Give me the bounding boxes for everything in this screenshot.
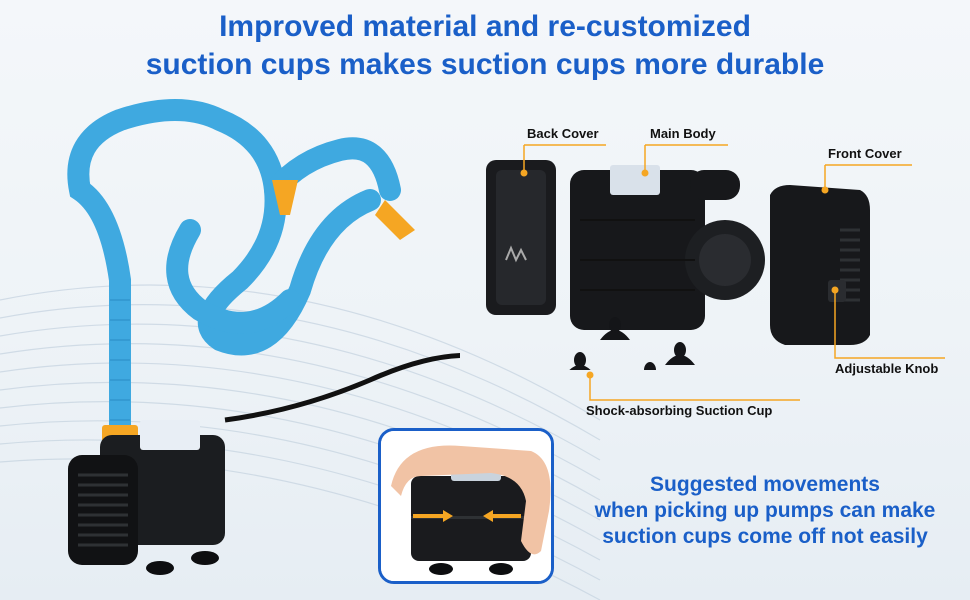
label-back-cover: Back Cover <box>527 126 599 141</box>
label-suction-cup: Shock-absorbing Suction Cup <box>586 403 773 418</box>
exploded-pump-image <box>486 160 870 370</box>
headline-line-2: suction cups makes suction cups more dur… <box>145 48 825 81</box>
pump-body <box>68 420 225 575</box>
hand-holding-pump-image <box>381 431 551 581</box>
suggestion-line-1: Suggested movements <box>650 473 880 496</box>
headline: Improved material and re-customized suct… <box>0 8 970 84</box>
suggestion-line-3: suction cups come off not easily <box>602 525 928 548</box>
grip-demo-inset <box>378 428 554 584</box>
back-cover-part <box>486 160 556 315</box>
label-front-cover: Front Cover <box>828 146 902 161</box>
suggestion-line-2: when picking up pumps can make <box>594 499 936 522</box>
label-adjustable-knob: Adjustable Knob <box>835 361 939 376</box>
nozzle-2 <box>375 200 415 240</box>
suggestion-text: Suggested movements when picking up pump… <box>565 472 965 550</box>
headline-line-1: Improved material and re-customized <box>219 10 751 43</box>
label-main-body: Main Body <box>650 126 716 141</box>
suction-cups-part <box>569 317 695 370</box>
pump-with-hose-image <box>67 99 460 575</box>
nozzle-1 <box>272 180 298 215</box>
